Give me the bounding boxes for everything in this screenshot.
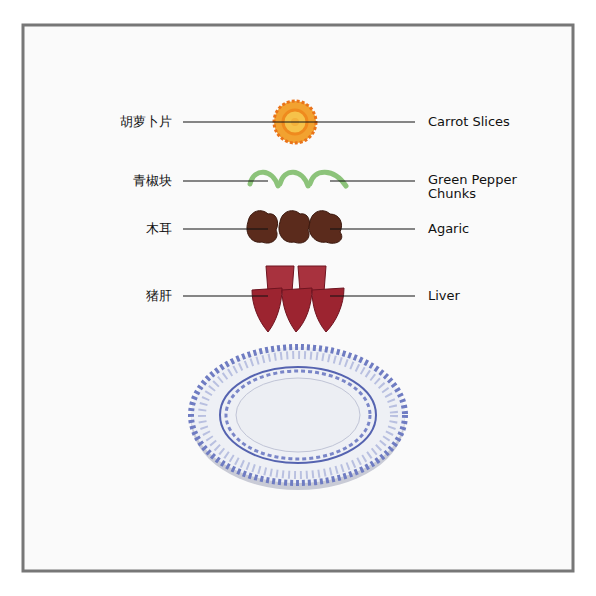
liver-illustration bbox=[252, 266, 344, 332]
english-label: Liver bbox=[428, 289, 460, 303]
plate bbox=[191, 347, 405, 490]
leader-lines bbox=[183, 122, 415, 296]
chinese-label: 胡萝卜片 bbox=[120, 115, 172, 129]
chinese-label: 木耳 bbox=[146, 222, 172, 236]
english-label: Carrot Slices bbox=[428, 115, 510, 129]
frame bbox=[23, 25, 573, 571]
english-label: Agaric bbox=[428, 222, 469, 236]
green-pepper-illustration bbox=[250, 172, 346, 186]
chinese-label: 猪肝 bbox=[146, 289, 172, 303]
agaric-illustration bbox=[247, 211, 342, 244]
chinese-label: 青椒块 bbox=[133, 174, 172, 188]
english-label: Green Pepper Chunks bbox=[428, 173, 528, 201]
